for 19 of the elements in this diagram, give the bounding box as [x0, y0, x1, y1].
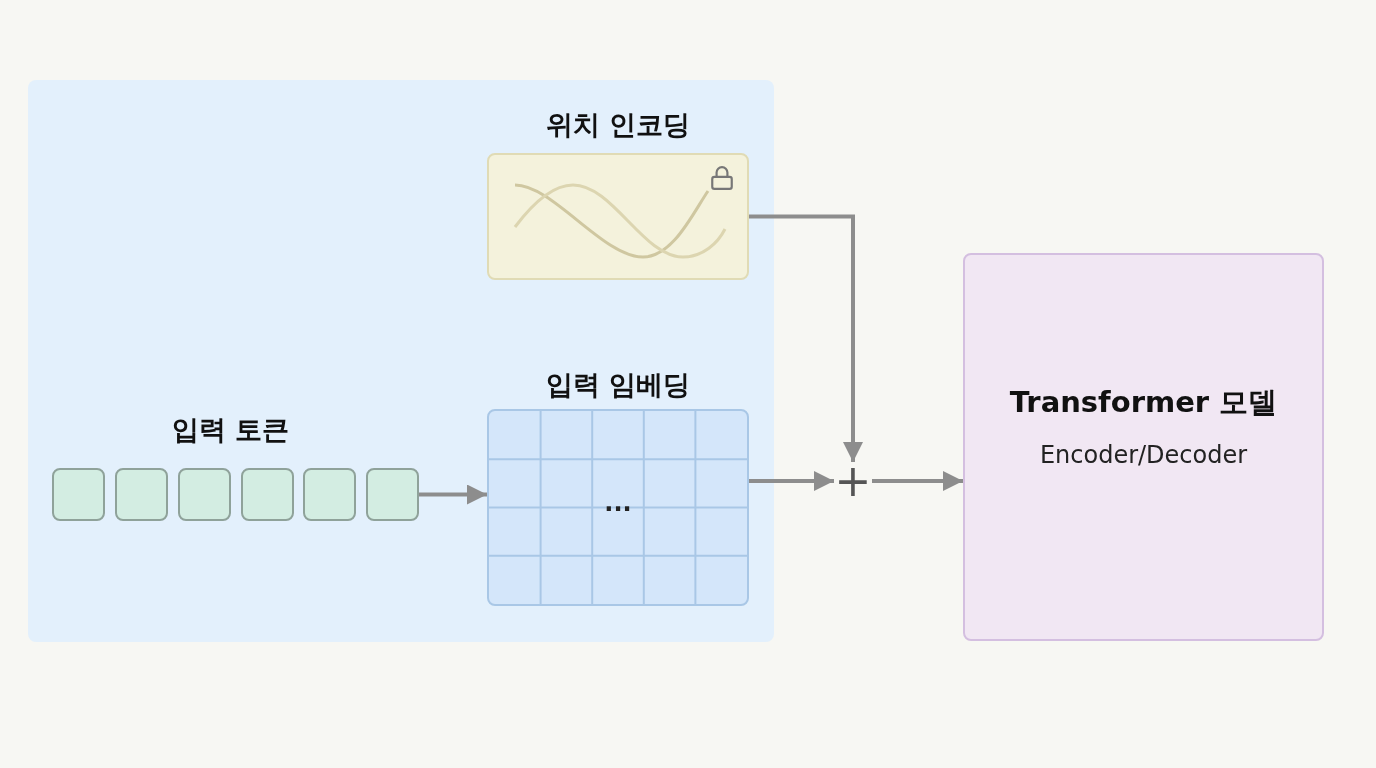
arrow	[749, 214, 863, 462]
token-box	[241, 468, 294, 521]
model-box	[963, 253, 1324, 641]
token-box	[115, 468, 168, 521]
token-box	[366, 468, 419, 521]
ellipsis-text: ...	[604, 491, 632, 515]
token-box	[52, 468, 105, 521]
token-box	[303, 468, 356, 521]
plus-sign: +	[834, 462, 872, 500]
model-subtitle: Encoder/Decoder	[1039, 439, 1248, 471]
token-box	[178, 468, 231, 521]
arrow	[419, 484, 487, 505]
heading: 위치 인코딩	[545, 108, 691, 142]
group-label: 입력 토큰	[172, 413, 290, 447]
arrow	[872, 471, 963, 491]
model-title: Transformer 모델	[1009, 384, 1278, 422]
heading: 입력 임베딩	[545, 368, 691, 402]
arrow	[749, 471, 834, 491]
input-panel	[28, 80, 774, 642]
